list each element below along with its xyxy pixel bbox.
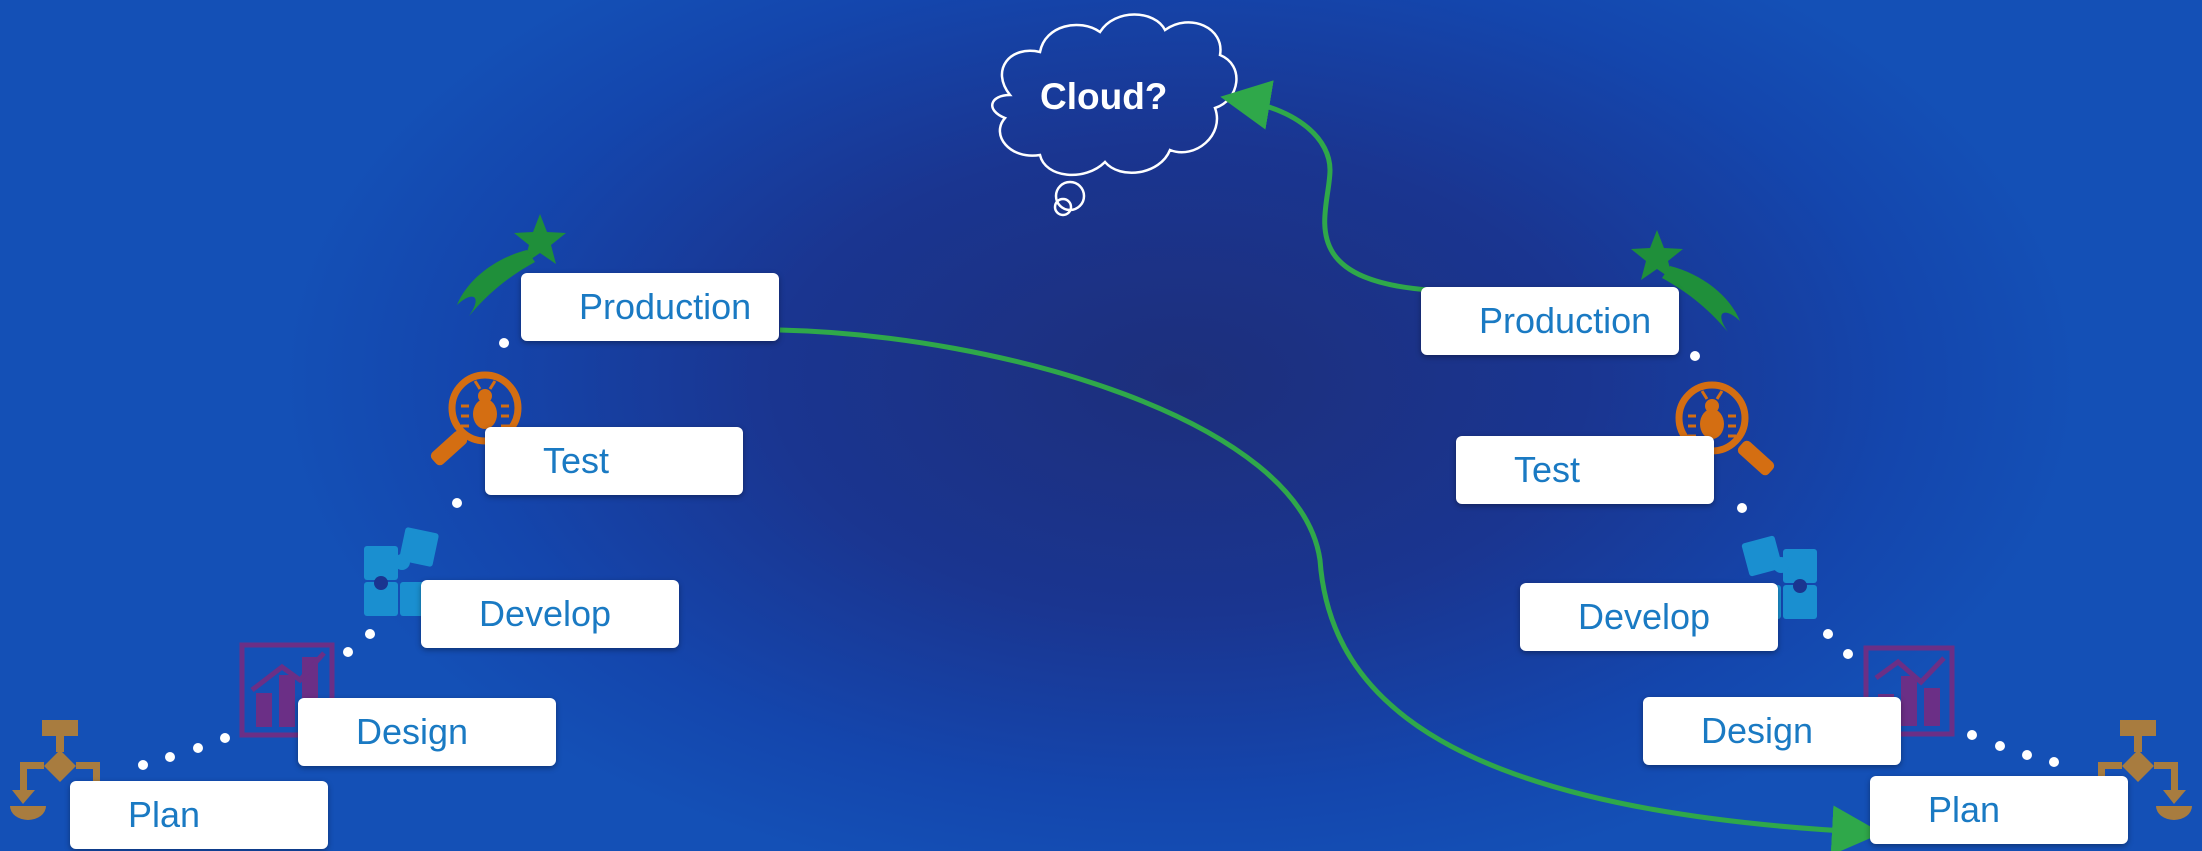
stage-box-production[interactable]: Production xyxy=(1421,287,1679,355)
stage-label: Design xyxy=(1701,710,1814,751)
stage-label: Test xyxy=(543,440,610,481)
stage-label: Production xyxy=(1479,300,1652,341)
arrow-production-to-cloud xyxy=(1220,80,1431,293)
stage-label: Plan xyxy=(128,794,201,835)
shooting-star-icon xyxy=(457,214,566,316)
stage-box-test[interactable]: Test xyxy=(1456,436,1714,504)
stage-box-production[interactable]: Production xyxy=(521,273,779,341)
cloud-label: Cloud? xyxy=(1040,76,1168,117)
stage-label: Test xyxy=(1514,449,1581,490)
stage-label: Plan xyxy=(1928,789,2001,830)
cloud-bubble xyxy=(991,13,1238,217)
stage-box-plan[interactable]: Plan xyxy=(1870,776,2128,844)
bar-chart-icon xyxy=(239,642,335,738)
stage-label: Develop xyxy=(479,593,612,634)
right-dotted-path xyxy=(1690,351,2059,767)
stage-box-test[interactable]: Test xyxy=(485,427,743,495)
stage-box-develop[interactable]: Develop xyxy=(421,580,679,648)
stage-label: Develop xyxy=(1578,596,1711,637)
shooting-star-icon xyxy=(1631,230,1740,332)
left-dotted-path xyxy=(138,338,509,770)
stage-label: Production xyxy=(579,286,752,327)
arrow-production-to-next-plan xyxy=(779,327,1882,851)
stage-label: Design xyxy=(356,711,469,752)
stage-box-design[interactable]: Design xyxy=(1643,697,1901,765)
stage-box-plan[interactable]: Plan xyxy=(70,781,328,849)
stage-box-design[interactable]: Design xyxy=(298,698,556,766)
stage-box-develop[interactable]: Develop xyxy=(1520,583,1778,651)
